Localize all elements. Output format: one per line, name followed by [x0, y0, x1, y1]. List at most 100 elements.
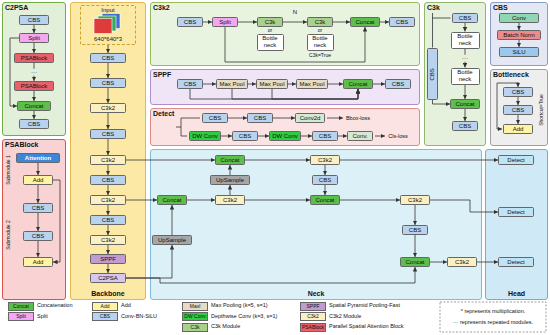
swatch-label: C3k2: [307, 314, 319, 319]
module-box: CBS: [402, 225, 428, 235]
flow-arrow: [430, 200, 498, 212]
legend-swatch: Split: [8, 312, 34, 321]
legend-text: Max Pooling (k=5, s=1): [211, 303, 268, 309]
module-box: Bottle neck: [307, 34, 334, 51]
module-box: Bottle neck: [451, 32, 480, 49]
module-box: Bottle neck: [257, 34, 284, 51]
module-panel: SPPFCBSMax PoolMax PoolMax PoolConcatCBS: [150, 69, 420, 105]
box-label: CBS: [102, 131, 114, 138]
swatch-label: CBS: [100, 314, 110, 319]
module-panel: CBSConvBatch NormSiLU: [490, 2, 548, 66]
box-label: C3k2: [223, 197, 237, 204]
flow-arrow: [301, 136, 312, 137]
annotation-label: C3k=True: [309, 53, 331, 59]
legend-item: SPPFSpatial Pyramid Pooling-Fast: [300, 302, 400, 311]
box-label: CBS: [396, 19, 408, 26]
flow-arrow: [108, 63, 109, 78]
module-box: C2PSA: [90, 273, 126, 283]
module-panel: HeadDetectDetectDetect: [485, 149, 548, 300]
box-label: SiLU: [512, 49, 525, 56]
module-box: Detect: [498, 207, 534, 217]
legend-item: ConcatConcatenation: [8, 302, 72, 311]
legend-swatch: CBS: [92, 312, 118, 321]
box-label: Concat: [355, 19, 374, 26]
flow-arrow: [172, 205, 173, 235]
box-label: Split: [219, 19, 231, 26]
box-label: CBS: [28, 121, 40, 128]
module-box: PSABlock: [14, 53, 54, 63]
box-label: CBS: [254, 115, 266, 122]
box-label: Concat: [348, 81, 367, 88]
flow-arrow: [465, 49, 466, 68]
annotation-label: ···: [30, 69, 38, 76]
box-label: PSABlock: [21, 55, 48, 62]
legend-item: CBSConv-BN-SiLU: [92, 312, 157, 321]
box-label: C3k: [265, 19, 276, 26]
module-box: C3k2: [400, 195, 430, 205]
legend-item: AddAdd: [92, 302, 131, 311]
legend-swatch: SPPF: [300, 302, 326, 311]
box-label: C3k2: [408, 197, 422, 204]
box-label: Concat: [455, 101, 474, 108]
flow-arrow: [108, 45, 109, 53]
legend-text: Concatenation: [37, 303, 72, 309]
module-box: Max Pool: [296, 79, 328, 89]
box-label: Concat: [24, 103, 43, 110]
annotation-label: * represents multiplication.: [461, 307, 526, 313]
module-panel: C3kCBSCBSBottle neckBottle neckConcatCBS: [424, 2, 486, 146]
flow-arrow: [108, 205, 109, 215]
flow-arrow: [53, 180, 60, 262]
module-box: Concat: [157, 195, 187, 205]
annotation-label: or: [268, 28, 272, 34]
box-label: Concat: [162, 197, 181, 204]
flow-arrow: [245, 160, 310, 161]
module-box: C3k2: [90, 235, 126, 245]
module-box: Add: [23, 257, 53, 267]
module-box: Concat: [450, 99, 480, 109]
module-box: Bottle neck: [451, 68, 480, 85]
annotation-label: Submodule 2: [6, 220, 12, 249]
flow-arrow: [187, 200, 215, 201]
panel-title: C3k: [427, 4, 440, 11]
flow-arrow: [283, 22, 307, 23]
flow-arrow: [340, 200, 400, 201]
flow-arrow: [38, 213, 39, 231]
module-box: CBS: [90, 129, 126, 139]
module-box: CBS: [312, 131, 338, 141]
box-label: Detect: [507, 157, 524, 164]
flow-arrow: [238, 22, 257, 23]
module-box: Conv2d: [295, 113, 325, 123]
module-box: Attention: [16, 153, 60, 163]
box-label: Input: [101, 7, 114, 14]
flow-arrow: [10, 38, 19, 106]
module-box: CBS: [202, 113, 228, 123]
flow-arrow: [519, 23, 520, 30]
flow-arrow: [34, 25, 35, 33]
flow-arrow: [108, 185, 109, 195]
module-box: CBS: [90, 53, 126, 63]
module-box: C3k2: [215, 195, 245, 205]
module-box: CBS: [452, 13, 478, 23]
legend-swatch: Maxl: [182, 302, 208, 311]
flow-arrow: [108, 139, 109, 155]
module-box: Add: [23, 175, 53, 185]
annotation-label: N: [293, 9, 297, 16]
box-label: CBS: [512, 107, 524, 114]
box-label: CBS: [184, 19, 196, 26]
module-box: C3k: [307, 17, 333, 27]
module-box: CBS: [177, 79, 203, 89]
module-box: Concat: [400, 257, 430, 267]
module-box: CBS: [385, 79, 411, 89]
box-label: Max Pool: [259, 81, 284, 88]
panel-title: CBS: [493, 4, 508, 11]
legend-swatch: DW Conv: [182, 312, 208, 321]
box-label: CBS: [392, 81, 404, 88]
flow-arrow: [108, 165, 109, 175]
annotation-label: ···: [461, 55, 469, 62]
module-box: C3k: [257, 17, 283, 27]
leader-line: [375, 136, 385, 137]
flow-arrow: [288, 84, 296, 85]
flow-arrow: [126, 245, 172, 278]
module-panel: NeckConcatC3k2UpSampleConcatC3k2CBSConca…: [150, 149, 482, 300]
legend-swatch: C3k2: [300, 312, 326, 321]
